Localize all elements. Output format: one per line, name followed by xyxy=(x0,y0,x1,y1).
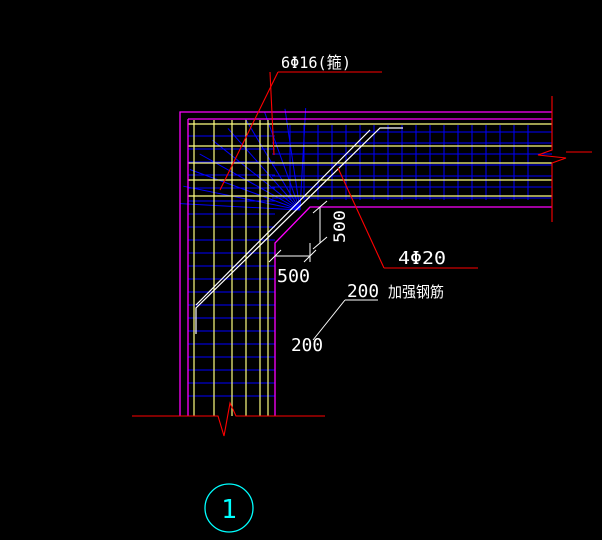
diagonal-bar-1 xyxy=(195,127,403,334)
outer-outline xyxy=(179,111,552,416)
spacing-bottom-label: 200 xyxy=(291,335,323,356)
bar-callout: 4Φ20 xyxy=(398,248,446,269)
concrete-outline xyxy=(179,111,552,416)
dim-horizontal-tick-left xyxy=(268,249,282,263)
reinforce-note: 加强钢筋 xyxy=(388,283,444,301)
dim-vertical-tick-bottom xyxy=(312,236,328,250)
detail-number: 1 xyxy=(221,495,237,525)
leader-lines xyxy=(132,71,592,437)
detail-number-circle xyxy=(204,483,254,533)
dim-vertical-tick-top xyxy=(312,200,328,214)
fan-line xyxy=(180,203,301,211)
fan-line xyxy=(212,139,301,211)
fan-line xyxy=(183,185,301,211)
bottom-break-line xyxy=(132,401,325,437)
spacing-top-label: 200 xyxy=(347,281,379,302)
bar-leader xyxy=(337,167,385,269)
dim-horizontal-label: 500 xyxy=(277,266,310,287)
dim-vertical-label: 500 xyxy=(330,210,349,243)
inner-outline xyxy=(274,206,552,416)
stirrup-callout: 6Φ16(箍) xyxy=(281,53,351,72)
stirrup-leader-1 xyxy=(219,71,279,191)
fan-line xyxy=(264,112,301,211)
fan-line xyxy=(189,169,301,211)
note-leader xyxy=(312,299,378,341)
fan-line xyxy=(299,108,307,211)
diagonal-reinforcing-bars xyxy=(195,127,403,334)
dimension-marks xyxy=(268,200,328,263)
stirrup-leader-2 xyxy=(269,71,275,156)
fan-line xyxy=(245,118,301,211)
corner-fan-lines xyxy=(180,108,307,211)
spacing-leader xyxy=(312,299,346,341)
fan-line xyxy=(284,108,301,211)
main-reinforcement xyxy=(188,120,552,416)
diagonal-bar-2 xyxy=(195,129,371,306)
right-break-line xyxy=(537,96,567,222)
